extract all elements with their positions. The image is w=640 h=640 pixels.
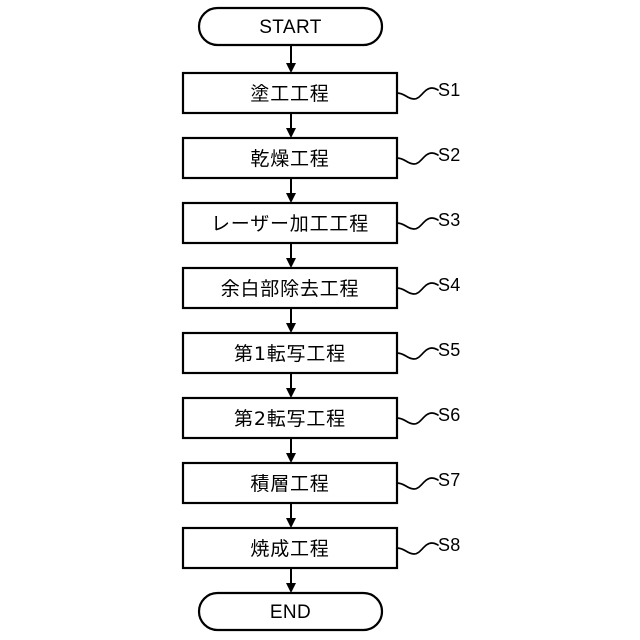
process-node-4: 余白部除去工程 bbox=[181, 266, 399, 310]
process-node-1: 塗工工程 bbox=[181, 71, 399, 115]
process-node-8-label: 焼成工程 bbox=[250, 538, 329, 560]
step-label-1: S1 bbox=[438, 80, 460, 100]
process-node-1-shape bbox=[181, 71, 399, 115]
process-node-7-shape bbox=[181, 461, 399, 505]
process-node-6-label: 第2転写工程 bbox=[234, 408, 346, 430]
step-label-5: S5 bbox=[438, 340, 460, 360]
step-leader-5: S5 bbox=[396, 340, 460, 360]
step-label-8: S8 bbox=[438, 535, 460, 555]
start-node: START bbox=[197, 6, 384, 47]
process-node-8: 焼成工程 bbox=[181, 526, 399, 570]
connector-step-1-to-step-2 bbox=[286, 113, 296, 138]
connector-step-2-to-step-3 bbox=[286, 178, 296, 203]
process-node-6: 第2転写工程 bbox=[181, 396, 399, 440]
process-node-5: 第1転写工程 bbox=[181, 331, 399, 375]
process-node-1-label: 塗工工程 bbox=[250, 83, 329, 105]
process-node-5-label: 第1転写工程 bbox=[234, 343, 346, 365]
step-leader-squiggle-7 bbox=[396, 477, 439, 490]
step-leader-7: S7 bbox=[396, 470, 460, 490]
connector-step-7-to-step-8 bbox=[286, 503, 296, 528]
process-node-2: 乾燥工程 bbox=[181, 136, 399, 180]
connector-step-4-to-step-5 bbox=[286, 308, 296, 333]
process-node-3: レーザー加工工程 bbox=[181, 201, 399, 245]
step-leader-4: S4 bbox=[396, 275, 460, 295]
step-leader-8: S8 bbox=[396, 535, 460, 555]
step-leader-1: S1 bbox=[396, 80, 460, 100]
step-leader-squiggle-8 bbox=[396, 542, 439, 555]
step-leader-squiggle-4 bbox=[396, 282, 439, 295]
connector-step-6-to-step-7 bbox=[286, 438, 296, 463]
start-node-label: START bbox=[259, 17, 322, 38]
step-leader-squiggle-2 bbox=[396, 152, 439, 165]
step-leader-3: S3 bbox=[396, 210, 460, 230]
process-node-7-label: 積層工程 bbox=[250, 473, 329, 495]
step-leader-squiggle-6 bbox=[396, 412, 439, 425]
end-node-shape bbox=[197, 591, 384, 632]
step-leader-squiggle-3 bbox=[396, 217, 439, 230]
process-node-7: 積層工程 bbox=[181, 461, 399, 505]
connector-step-3-to-step-4 bbox=[286, 243, 296, 268]
step-label-3: S3 bbox=[438, 210, 460, 230]
process-node-4-label: 余白部除去工程 bbox=[221, 278, 360, 300]
step-leader-2: S2 bbox=[396, 145, 460, 165]
connector-start-to-step-1 bbox=[286, 45, 296, 73]
step-label-2: S2 bbox=[438, 145, 460, 165]
end-node: END bbox=[197, 591, 384, 632]
end-node-label: END bbox=[270, 602, 311, 623]
step-leader-6: S6 bbox=[396, 405, 460, 425]
step-label-6: S6 bbox=[438, 405, 460, 425]
connector-step-8-to-end bbox=[286, 568, 296, 593]
process-node-3-label: レーザー加工工程 bbox=[211, 213, 369, 235]
step-label-4: S4 bbox=[438, 275, 460, 295]
step-leader-squiggle-5 bbox=[396, 347, 439, 360]
connector-step-5-to-step-6 bbox=[286, 373, 296, 398]
step-label-7: S7 bbox=[438, 470, 460, 490]
process-node-2-label: 乾燥工程 bbox=[250, 148, 329, 170]
step-leader-squiggle-1 bbox=[396, 87, 439, 100]
